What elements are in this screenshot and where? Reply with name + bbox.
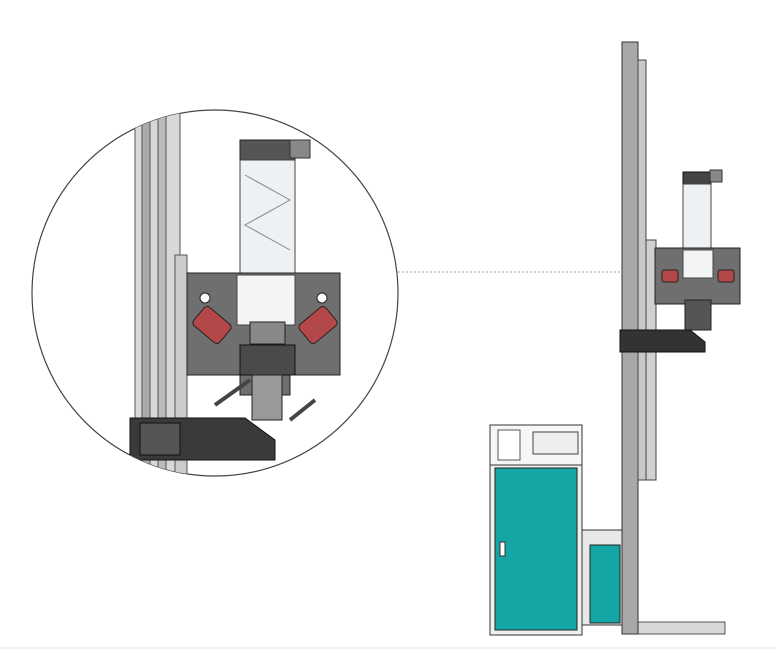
machine	[489, 41, 741, 636]
cabinet-door	[494, 467, 578, 631]
detail-magnifier	[31, 109, 399, 477]
door-handle-icon	[499, 541, 506, 557]
